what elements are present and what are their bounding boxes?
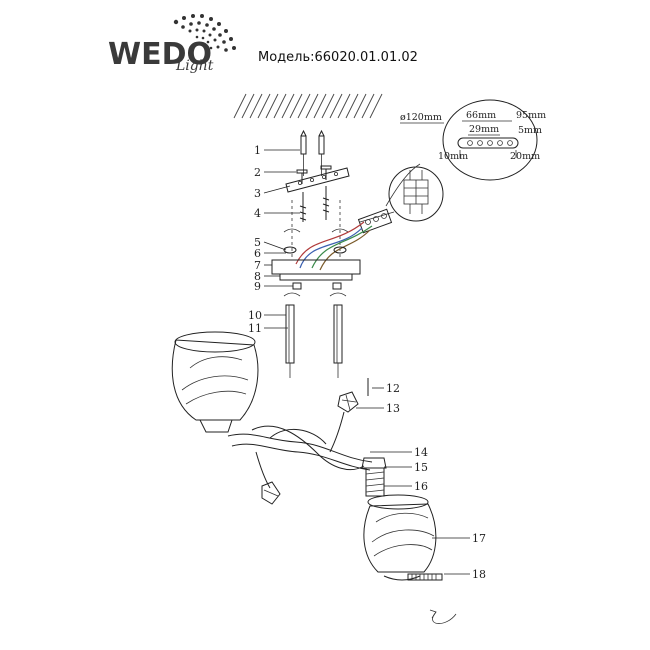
callout-3: 3 — [254, 187, 261, 200]
dim-20: 20mm — [510, 151, 540, 162]
callout-7: 7 — [254, 259, 261, 272]
callout-15: 15 — [414, 461, 428, 474]
mounting-plate-detail: ø120mm 66mm 95mm 29mm 5mm 10mm 20mm — [400, 99, 546, 181]
curved-arm — [227, 411, 373, 505]
callout-1: 1 — [254, 144, 261, 157]
callout-12: 12 — [386, 382, 400, 395]
callout-11: 11 — [248, 322, 262, 335]
callout-16: 16 — [414, 480, 428, 493]
dim-diameter: ø120mm — [400, 112, 442, 123]
terminal-block — [357, 208, 393, 234]
callout-labels: 1 2 3 4 5 6 7 8 9 10 11 12 13 14 15 16 1… — [248, 144, 486, 581]
dim-66: 66mm — [466, 110, 496, 121]
wire-connector-detail — [359, 166, 444, 223]
model-number: Модель:66020.01.01.02 — [258, 50, 418, 65]
dim-5: 5mm — [518, 125, 542, 136]
callout-6: 6 — [254, 247, 261, 260]
rods — [285, 304, 343, 378]
callout-9: 9 — [254, 280, 261, 293]
upper-glass-shade — [171, 331, 259, 433]
callout-2: 2 — [254, 166, 261, 179]
callout-leaders — [263, 149, 470, 575]
wires — [295, 163, 421, 271]
dim-95: 95mm — [516, 110, 546, 121]
callout-5: 5 — [254, 236, 261, 249]
brand-logo: WEDO Light — [108, 14, 236, 74]
crystal-drop — [337, 378, 369, 413]
logo-dots-icon — [173, 14, 236, 52]
callout-13: 13 — [386, 402, 400, 415]
lamp-socket — [361, 457, 387, 497]
brand-sub: Light — [175, 58, 214, 74]
callout-8: 8 — [254, 270, 261, 283]
canopy — [271, 246, 361, 297]
screws-and-anchors — [283, 129, 350, 260]
dim-10: 10mm — [438, 151, 468, 162]
callout-17: 17 — [472, 532, 486, 545]
lower-glass-shade — [363, 494, 437, 581]
callout-14: 14 — [414, 446, 428, 459]
callout-18: 18 — [472, 568, 486, 581]
callout-4: 4 — [254, 207, 261, 220]
brand-name: WEDO — [108, 37, 212, 72]
ceiling-hatch — [233, 93, 383, 119]
dim-29: 29mm — [469, 124, 499, 135]
shade-ring — [407, 573, 457, 624]
callout-10: 10 — [248, 309, 262, 322]
